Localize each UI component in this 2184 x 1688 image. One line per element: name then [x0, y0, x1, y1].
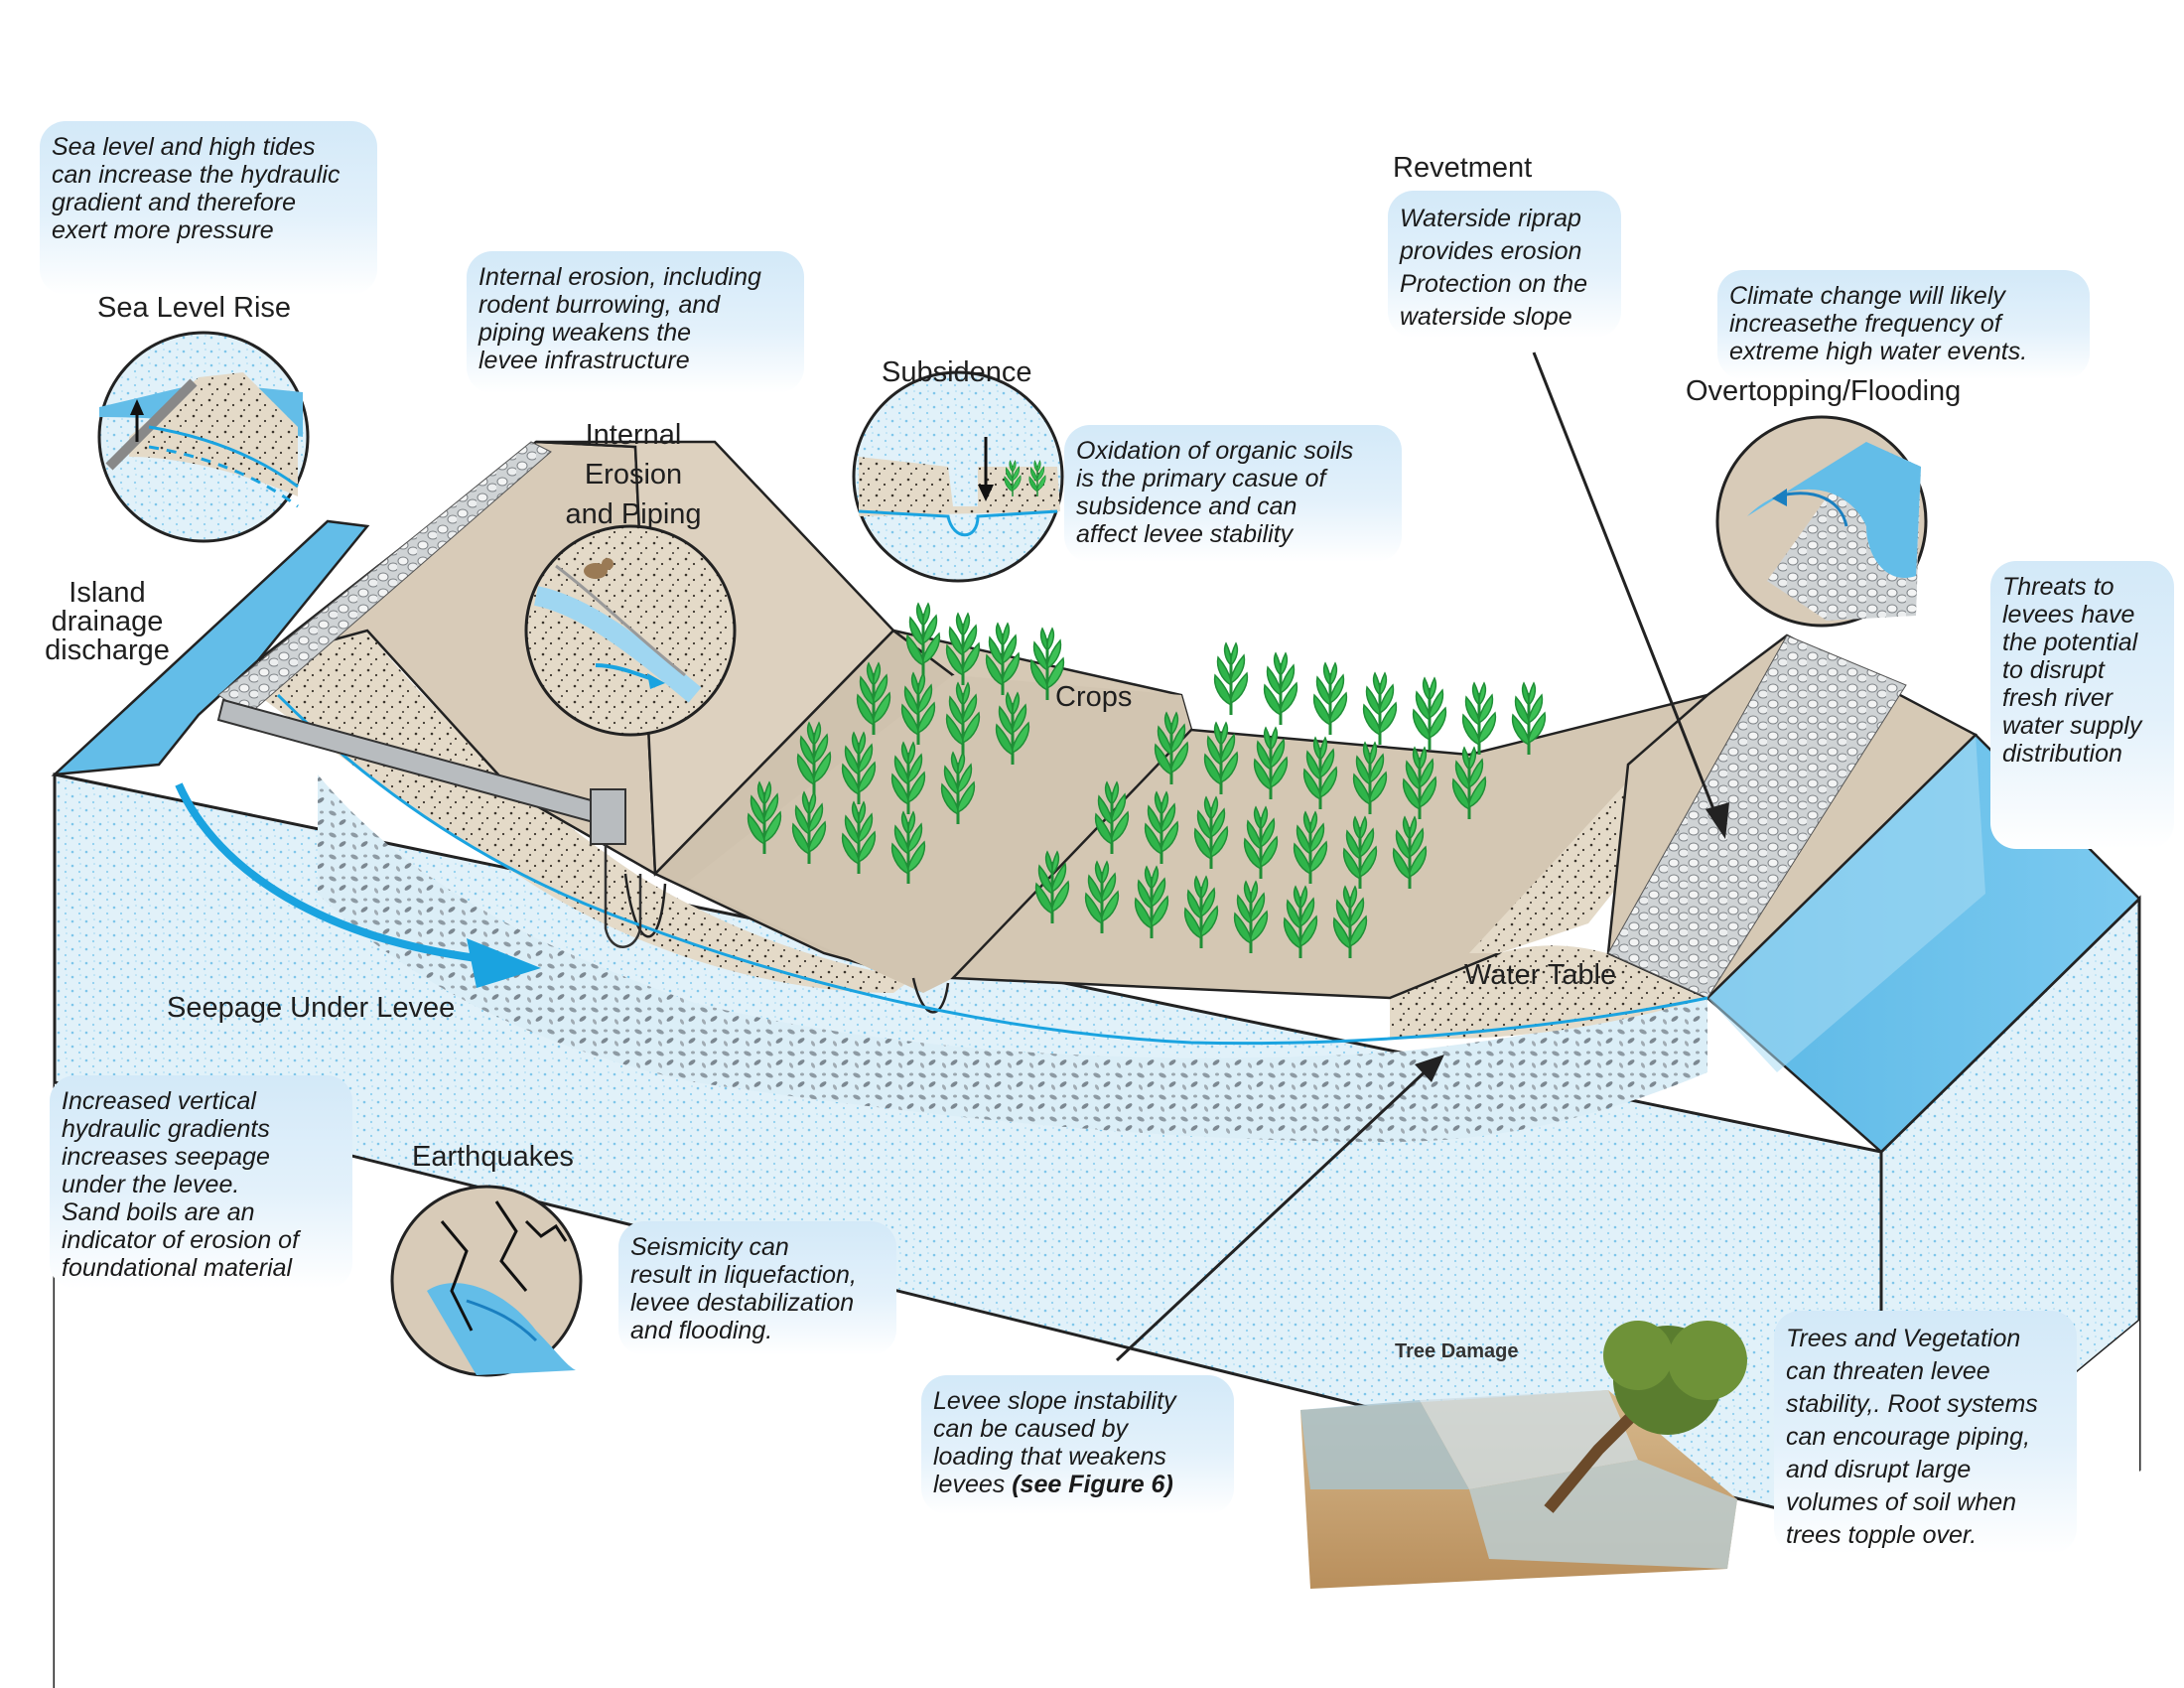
water-table-label: Water Table: [1464, 959, 1617, 991]
pump-pipe: [604, 844, 642, 948]
instability-pointer: [1115, 1065, 1432, 1362]
ditch-right: [911, 977, 950, 1014]
revetment-pointer: [1532, 352, 1719, 820]
callout-revetment: Waterside riprap provides erosion Protec…: [1388, 191, 1621, 338]
water-table-line: [276, 693, 1708, 1046]
callout-gradients: Increased vertical hydraulic gradients i…: [50, 1075, 352, 1289]
field-middle-plot: [685, 675, 1191, 993]
callout-sea-level: Sea level and high tides can increase th…: [40, 121, 377, 295]
internal-erosion-label: Internal Erosion and Piping: [565, 419, 702, 530]
sea-level-inset: [97, 331, 310, 543]
overtopping-inset: [1715, 415, 1928, 628]
subsidence-label: Subsidence: [882, 356, 1032, 388]
callout-seismicity: Seismicity can result in liquefaction, l…: [618, 1221, 896, 1355]
tree-damage-label: Tree Damage: [1395, 1340, 1519, 1362]
earthquakes-label: Earthquakes: [412, 1141, 574, 1173]
earthquake-inset: [390, 1185, 583, 1377]
overtopping-label: Overtopping/Flooding: [1686, 375, 1962, 407]
seepage-label: Seepage Under Levee: [167, 992, 456, 1024]
figure-6-reference: (see Figure 6): [1012, 1471, 1173, 1498]
island-drainage-label: Island drainage discharge: [45, 577, 170, 666]
callout-threats: Threats to levees have the potential to …: [1990, 561, 2174, 849]
ditch-left: [623, 873, 667, 938]
internal-erosion-inset: [524, 524, 737, 737]
sand-layer-left: [258, 631, 913, 993]
subsidence-inset: [852, 370, 1064, 583]
seepage-arrow: [175, 782, 478, 962]
sand-layer-right: [1390, 945, 1707, 1040]
crops-label: Crops: [1055, 681, 1133, 713]
revetment-label: Revetment: [1393, 152, 1533, 184]
callout-subsidence: Oxidation of organic soils is the primar…: [1064, 425, 1402, 562]
callout-climate: Climate change will likely increasethe f…: [1717, 270, 2090, 379]
callout-trees: Trees and Vegetation can threaten levee …: [1774, 1311, 2077, 1554]
callout-levee-instability-text: Levee slope instability can be caused by…: [933, 1387, 1176, 1498]
callout-internal-erosion: Internal erosion, including rodent burro…: [467, 251, 804, 393]
sea-level-rise-label: Sea Level Rise: [97, 292, 292, 324]
right-riprap: [1607, 634, 1907, 999]
tree-damage-inset: [1300, 1321, 1747, 1589]
gravel-layer: [318, 774, 1707, 1142]
callout-levee-instability: Levee slope instability can be caused by…: [921, 1375, 1234, 1514]
seepage-arrowhead: [467, 938, 541, 988]
pump-box: [590, 788, 626, 845]
